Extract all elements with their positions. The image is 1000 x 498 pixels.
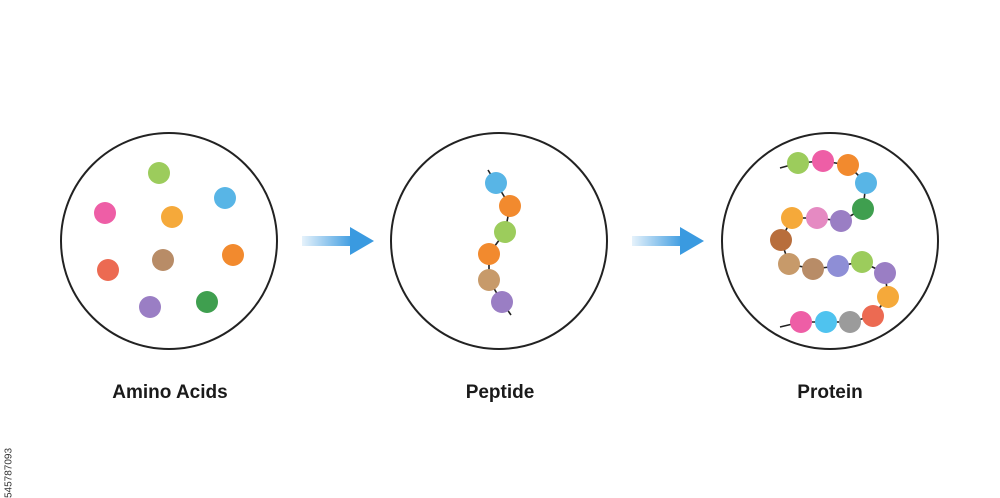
amino-acid-bead [196,291,218,313]
protein-bead [862,305,884,327]
stock-id-text: 545787093 [3,447,15,498]
peptide-label: Peptide [465,382,535,403]
amino-acids-label: Amino Acids [112,382,228,403]
peptide-bead [478,243,500,265]
protein-bead [827,255,849,277]
protein-bead [852,198,874,220]
protein-bead [787,152,809,174]
arrow-peptide-to-protein [632,227,704,255]
peptide-chain [478,169,521,316]
protein-bead [770,229,792,251]
protein-bead [851,251,873,273]
amino-acids-beads [94,162,244,318]
protein-bead [790,311,812,333]
protein-bead [815,311,837,333]
stock-id-watermark: 545787093 [0,448,18,498]
peptide-bead [485,172,507,194]
amino-acid-bead [94,202,116,224]
protein-chain [770,150,899,333]
protein-bead [855,172,877,194]
arrow-amino-to-peptide [302,227,374,255]
protein-bead [806,207,828,229]
protein-bead [781,207,803,229]
protein-bead [839,311,861,333]
protein-bead [837,154,859,176]
amino-acid-bead [139,296,161,318]
peptide-bead [478,269,500,291]
peptide-bead [494,221,516,243]
amino-acid-bead [161,206,183,228]
protein-bead [877,286,899,308]
amino-acids-circle [60,132,278,350]
protein-bead [802,258,824,280]
amino-acid-bead [97,259,119,281]
protein-bead [778,253,800,275]
peptide-bead [499,195,521,217]
protein-label: Protein [797,382,863,403]
protein-bead [874,262,896,284]
protein-bead [812,150,834,172]
amino-acid-bead [222,244,244,266]
amino-acid-bead [152,249,174,271]
protein-bead [830,210,852,232]
peptide-bead [491,291,513,313]
amino-acid-bead [214,187,236,209]
amino-acid-bead [148,162,170,184]
